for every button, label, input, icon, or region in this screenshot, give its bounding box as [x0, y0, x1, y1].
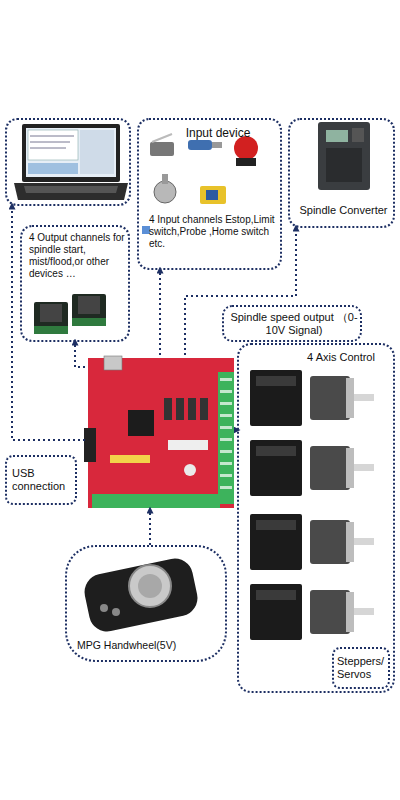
box-heading: Spindle speed output （0-10V Signal): [230, 311, 358, 337]
converter-box: Spindle Converter: [288, 118, 395, 228]
handwheel-picture: [81, 555, 201, 635]
handwheel-box: MPG Handwheel(5V): [65, 545, 227, 662]
box-heading: MPG Handwheel(5V): [77, 639, 219, 652]
box-heading: Input device: [163, 126, 273, 140]
relay-pictures: [34, 294, 106, 334]
inverter-picture: [318, 122, 370, 190]
output-box: 4 Output channels for spindle start, mis…: [20, 225, 130, 342]
laptop-picture: [14, 124, 128, 200]
input-box: Input device 4 Input channels Estop,Limit…: [137, 118, 282, 270]
usb-note-box: USB connection: [5, 455, 77, 505]
axis-box: 4 Axis ControlSteppers/ Servos: [237, 343, 395, 693]
box-heading: Steppers/ Servos: [337, 655, 389, 681]
dotted-connector: [235, 429, 237, 431]
dotted-connector: [185, 228, 296, 355]
laptop-box: [5, 118, 131, 206]
box-heading: Spindle Converter: [294, 204, 393, 217]
dotted-connector: [159, 270, 161, 355]
box-body: 4 Output channels for spindle start, mis…: [29, 232, 125, 280]
signal-box: Spindle speed output （0-10V Signal): [222, 305, 362, 342]
box-heading: 4 Axis Control: [289, 351, 393, 364]
dotted-connector: [75, 342, 85, 367]
dotted-connector: [149, 510, 151, 545]
box-body: 4 Input channels Estop,Limit switch,Prob…: [149, 214, 277, 250]
box-heading: USB connection: [12, 467, 74, 493]
motor-note-box: Steppers/ Servos: [332, 647, 390, 689]
controller-board: [85, 355, 235, 510]
dotted-connector: [12, 206, 85, 440]
driver-motor-pictures: [250, 370, 374, 640]
controller-board-picture: [84, 356, 234, 508]
